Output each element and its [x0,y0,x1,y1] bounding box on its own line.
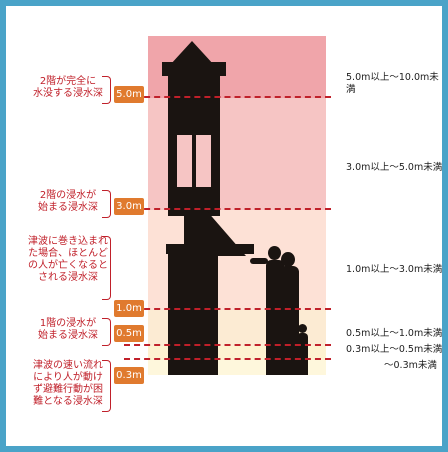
note-bracket-03m [102,360,111,412]
level-marker-5m: 5.0m [114,86,144,103]
range-label-below-03m: ～0.3m未満 [384,360,437,371]
range-label-5m: 5.0m以上～10.0m未満 [346,72,439,95]
house-window-mullion [192,135,196,187]
note-bracket-3m [102,190,111,218]
level-line-03m [124,358,331,360]
level-marker-3m: 3.0m [114,198,144,215]
level-marker-03m: 0.3m [114,367,144,384]
note-bracket-5m [102,76,111,104]
level-line-1m [124,308,331,310]
level-marker-05m: 0.5m [114,325,144,342]
note-03m: 津波の速い流れ により人が動け ず避難行動が困 難となる浸水深 [33,360,103,407]
note-1m: 津波に巻き込まれ た場合、ほとんど の人が亡くなると される浸水深 [28,236,108,283]
level-marker-1m: 1.0m [114,300,144,317]
note-bracket-1m [102,236,111,300]
level-line-3m [124,208,331,210]
note-5m: 2階が完全に 水没する浸水深 [33,76,103,99]
level-line-05m [124,344,331,346]
range-label-1m: 1.0m以上～3.0m未満 [346,264,443,275]
level-line-5m [124,96,331,98]
note-bracket-05m [102,318,111,346]
range-label-05m: 0.5m以上～1.0m未満 [346,328,443,339]
range-label-03m: 0.3m以上～0.5m未満 [346,344,443,355]
note-05m: 1階の浸水が 始まる浸水深 [38,318,98,341]
range-label-3m: 3.0m以上～5.0m未満 [346,162,443,173]
note-3m: 2階の浸水が 始まる浸水深 [38,190,98,213]
